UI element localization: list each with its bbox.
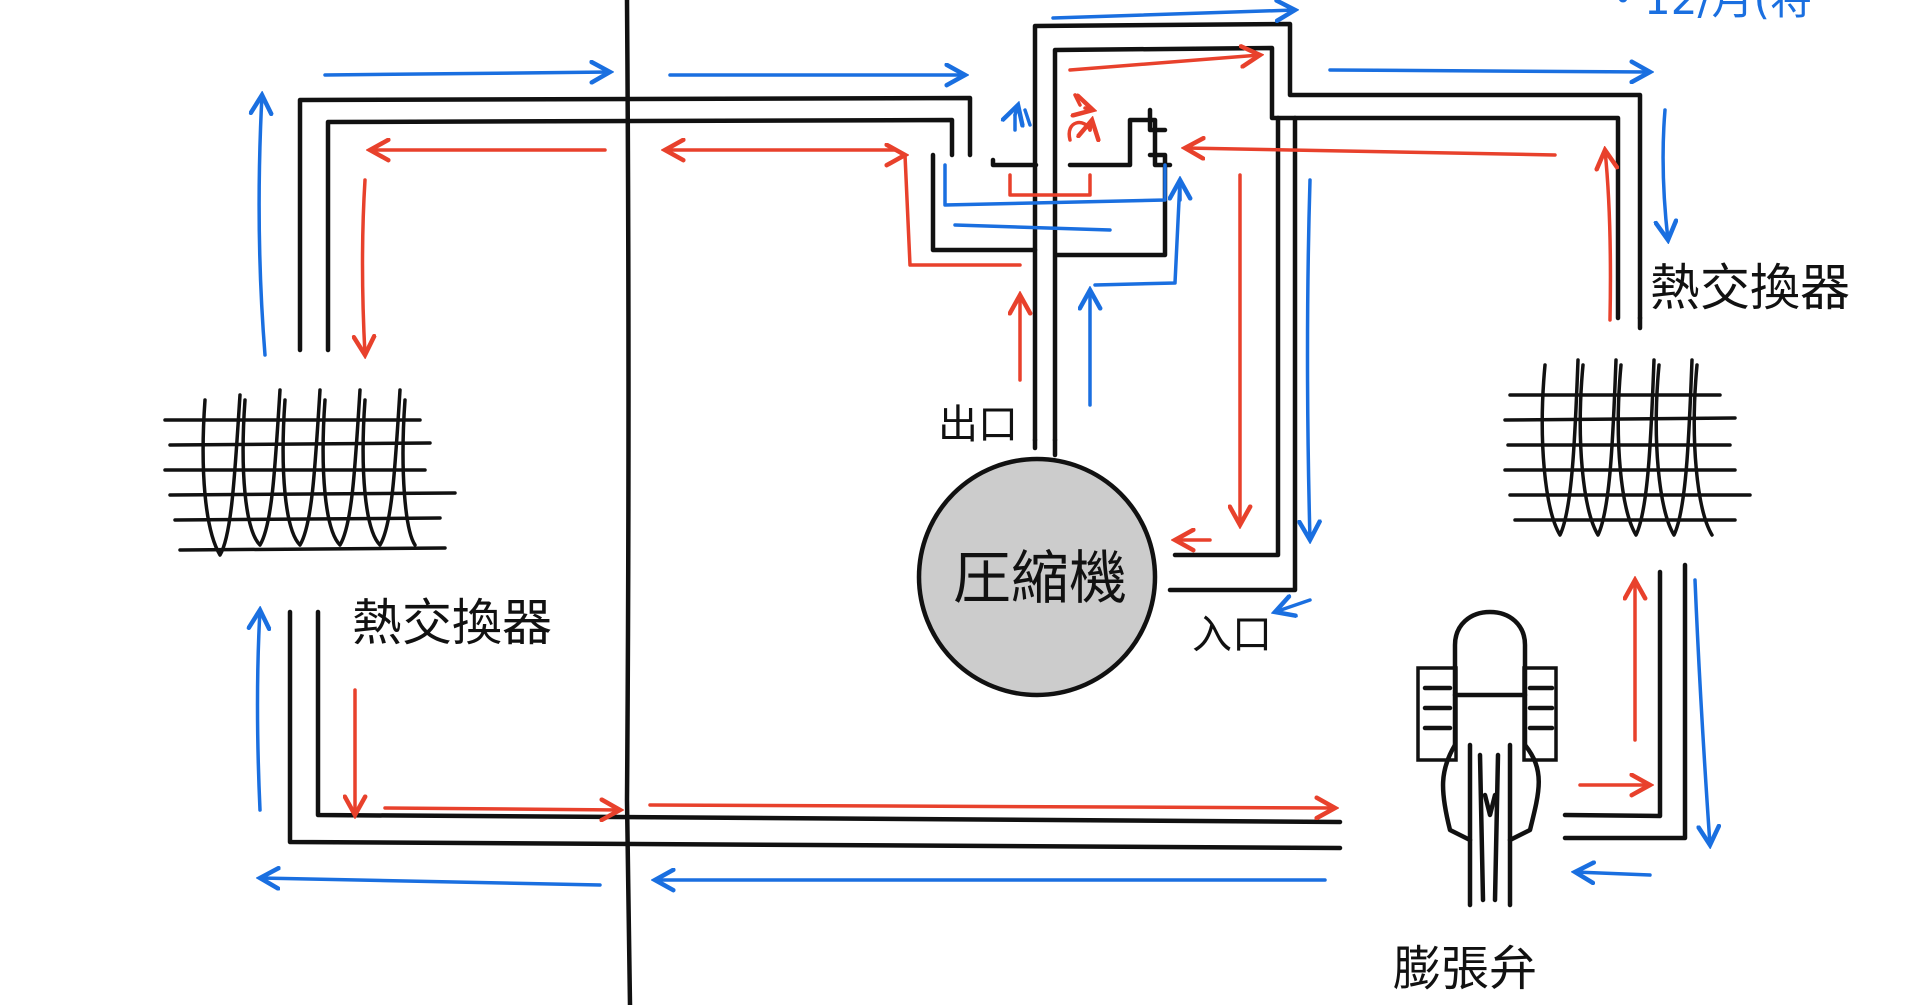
label-heat-exchanger-left: 熱交換器 [352,594,552,652]
label-compressor: 圧縮機 [953,544,1127,612]
expansion-valve [1418,612,1556,905]
label-outlet: 出口 [938,402,1018,448]
label-corner-note: ー・12/月(将 [1560,0,1812,24]
label-expansion-valve: 膨張弁 [1393,941,1537,997]
four-way-valve [933,24,1640,440]
wall-divider-line [627,0,630,1005]
right-bottom-pipe [1565,565,1685,838]
compressor-inlet-pipe [1170,118,1295,590]
heat-exchanger-left-coil [165,390,455,555]
label-heat-exchanger-right: 熱交換器 [1650,259,1850,317]
heat-exchanger-right-coil [1505,360,1750,535]
left-top-pipe [300,98,970,350]
label-inlet: 入口 [1192,612,1272,658]
